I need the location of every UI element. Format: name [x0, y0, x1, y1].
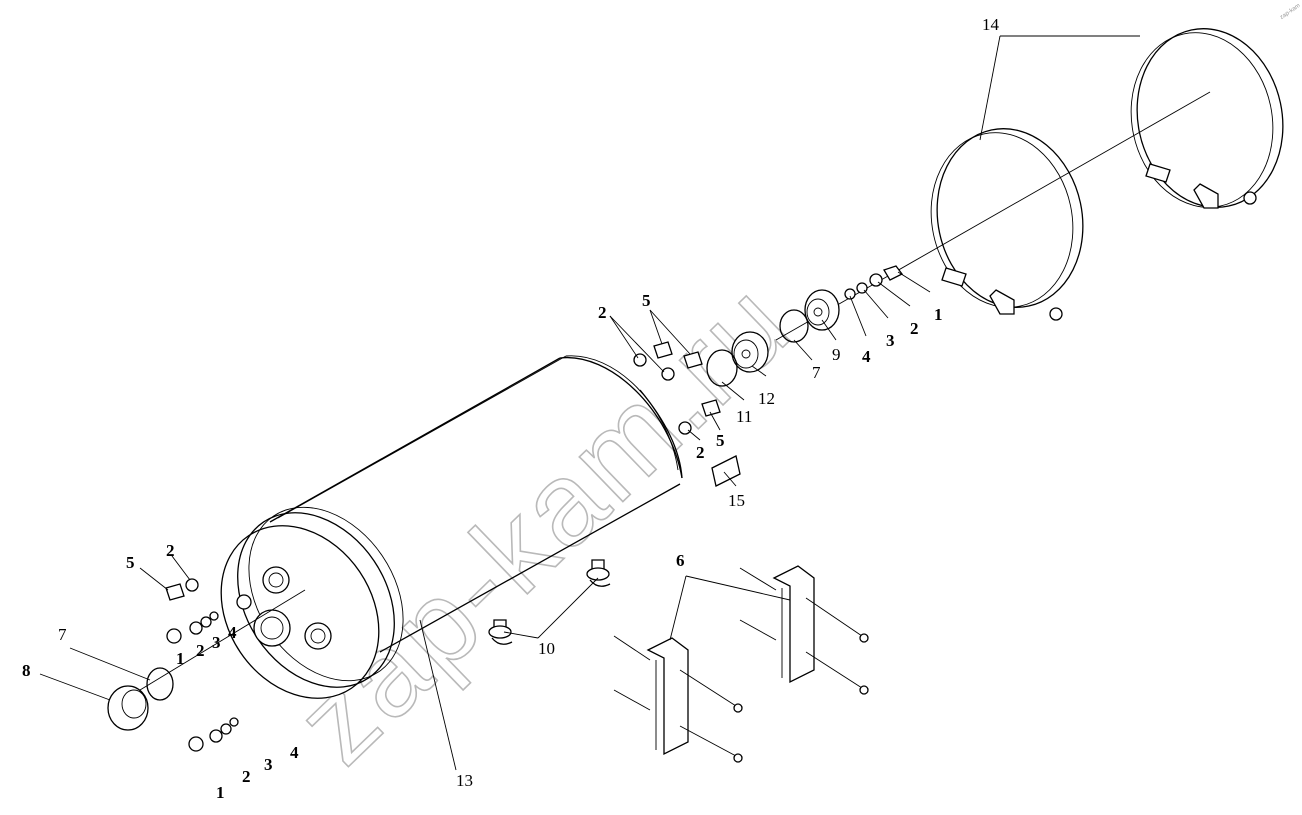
label-2: 2 [166, 541, 175, 560]
left-end-fittings [107, 578, 306, 752]
corner-mark: zap-kam [1279, 3, 1301, 21]
label-2: 2 [242, 767, 251, 786]
label-9: 9 [832, 345, 841, 364]
label-4: 4 [290, 743, 299, 762]
label-8: 8 [22, 661, 31, 680]
label-11: 11 [736, 407, 752, 426]
receiver-tank [220, 355, 683, 699]
label-2: 2 [696, 443, 705, 462]
part-labels: 14 1 2 3 4 9 7 12 11 2 5 2 5 15 5 2 1 2 … [22, 15, 1000, 802]
leader-lines [39, 35, 1140, 771]
label-5: 5 [716, 431, 725, 450]
label-1: 1 [216, 783, 225, 802]
label-3: 3 [212, 633, 221, 652]
label-12: 12 [758, 389, 775, 408]
label-1: 1 [934, 305, 943, 324]
label-1: 1 [176, 649, 185, 668]
label-6: 6 [676, 551, 685, 570]
label-10: 10 [538, 639, 555, 658]
label-7: 7 [812, 363, 821, 382]
label-2: 2 [196, 641, 205, 660]
label-3: 3 [264, 755, 273, 774]
label-5: 5 [126, 553, 135, 572]
mounting-straps [930, 28, 1284, 321]
label-13: 13 [456, 771, 473, 790]
label-15: 15 [728, 491, 745, 510]
label-5: 5 [642, 291, 651, 310]
label-2: 2 [910, 319, 919, 338]
right-end-fittings [633, 91, 1211, 487]
label-7: 7 [58, 625, 67, 644]
label-14: 14 [982, 15, 1000, 34]
label-2: 2 [598, 303, 607, 322]
label-4: 4 [228, 623, 237, 642]
brackets [613, 565, 869, 763]
label-3: 3 [886, 331, 895, 350]
label-4: 4 [862, 347, 871, 366]
